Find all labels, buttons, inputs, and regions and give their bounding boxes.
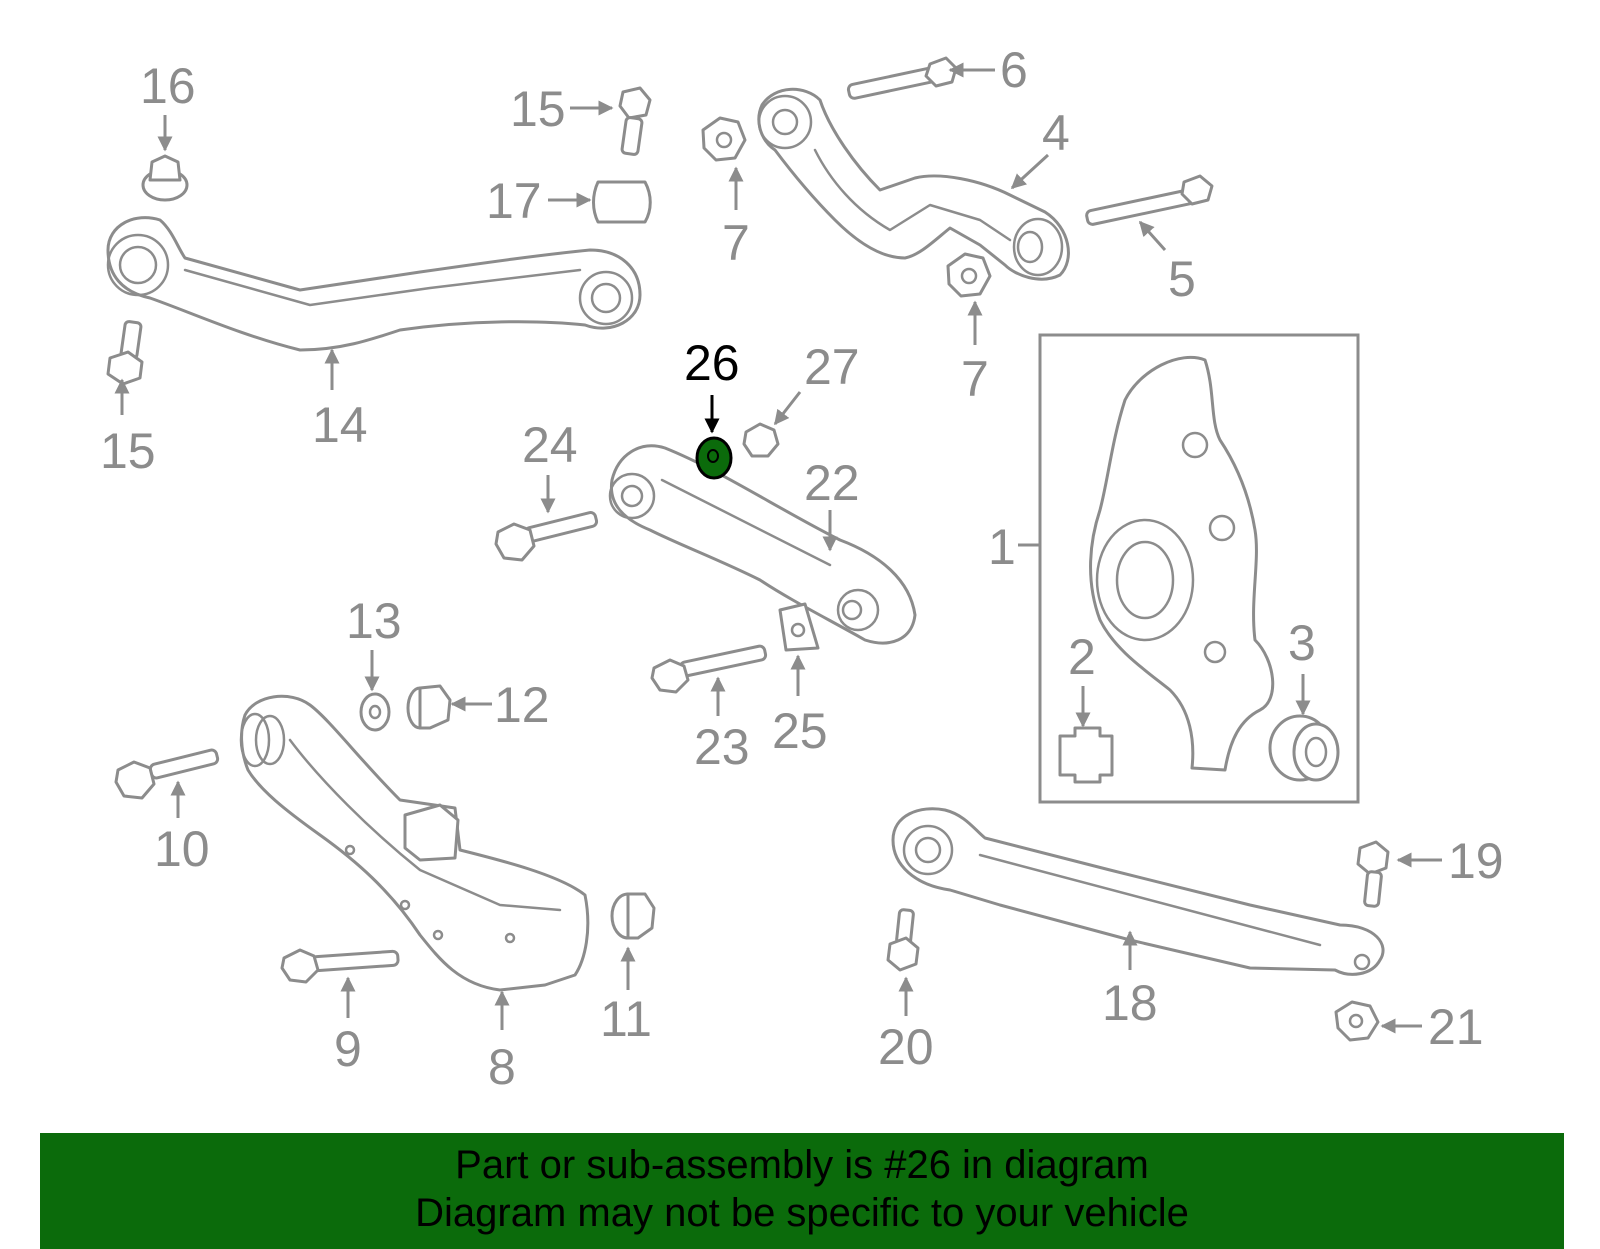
callout-9: 9 bbox=[334, 1021, 362, 1077]
callout-26-highlighted: 26 bbox=[684, 335, 740, 391]
bolt-6 bbox=[846, 56, 958, 100]
callout-7-top: 7 bbox=[722, 215, 750, 271]
banner-line-2: Diagram may not be specific to your vehi… bbox=[415, 1191, 1189, 1235]
callout-2: 2 bbox=[1068, 629, 1096, 685]
bushing-17 bbox=[592, 180, 652, 224]
control-arm-4 bbox=[757, 87, 1070, 281]
callout-6: 6 bbox=[1000, 42, 1028, 98]
control-arm-18 bbox=[891, 807, 1385, 976]
callout-12: 12 bbox=[494, 677, 550, 733]
callout-13: 13 bbox=[346, 593, 402, 649]
callout-numbers: 16 15 17 15 14 6 4 5 7 7 26 27 24 22 1 2… bbox=[100, 42, 1504, 1095]
nut-27 bbox=[742, 422, 780, 458]
callout-19: 19 bbox=[1448, 833, 1504, 889]
washer-26-highlighted bbox=[695, 436, 733, 480]
callout-10: 10 bbox=[154, 821, 210, 877]
banner-line-1: Part or sub-assembly is #26 in diagram bbox=[455, 1143, 1149, 1187]
nut-12 bbox=[406, 684, 452, 730]
callout-22: 22 bbox=[804, 455, 860, 511]
callout-4: 4 bbox=[1042, 105, 1070, 161]
lower-arm-8 bbox=[239, 694, 590, 992]
nut-21 bbox=[1334, 1000, 1380, 1042]
nut-7-top bbox=[701, 116, 747, 162]
callout-5: 5 bbox=[1168, 251, 1196, 307]
bolt-15-top bbox=[618, 86, 652, 156]
nut-7-bottom bbox=[946, 252, 992, 298]
bolt-23 bbox=[650, 644, 768, 694]
bolt-20 bbox=[886, 908, 920, 972]
callout-14: 14 bbox=[312, 397, 368, 453]
callout-24: 24 bbox=[522, 417, 578, 473]
bushing-3 bbox=[1268, 714, 1340, 782]
washer-13 bbox=[359, 692, 391, 732]
bolt-5 bbox=[1085, 174, 1214, 226]
callout-7-bottom: 7 bbox=[961, 351, 989, 407]
callout-15-bottom: 15 bbox=[100, 423, 156, 479]
control-arm-22 bbox=[608, 444, 917, 645]
bolt-10 bbox=[114, 748, 220, 800]
callout-16: 16 bbox=[140, 58, 196, 114]
nut-11 bbox=[610, 892, 656, 940]
bolt-19 bbox=[1356, 840, 1390, 908]
callout-8: 8 bbox=[488, 1039, 516, 1095]
callout-20: 20 bbox=[878, 1019, 934, 1075]
callout-15-top: 15 bbox=[510, 81, 566, 137]
plate-25 bbox=[778, 602, 820, 652]
bolt-9 bbox=[280, 948, 400, 984]
part-2-block bbox=[1058, 726, 1114, 784]
control-arm-14 bbox=[106, 216, 642, 352]
nut-16 bbox=[141, 154, 189, 202]
leader-lines bbox=[114, 62, 1442, 1034]
callout-18: 18 bbox=[1102, 975, 1158, 1031]
knuckle-box-1 bbox=[1038, 333, 1360, 804]
callout-1: 1 bbox=[988, 519, 1016, 575]
callout-23: 23 bbox=[694, 719, 750, 775]
callout-3: 3 bbox=[1288, 615, 1316, 671]
info-banner: Part or sub-assembly is #26 in diagram D… bbox=[40, 1133, 1564, 1249]
callout-27: 27 bbox=[804, 339, 860, 395]
callout-25: 25 bbox=[772, 703, 828, 759]
callout-17: 17 bbox=[486, 173, 542, 229]
bolt-15-bottom bbox=[106, 320, 144, 386]
callout-21: 21 bbox=[1428, 999, 1484, 1055]
callout-11: 11 bbox=[600, 991, 652, 1047]
bolt-24 bbox=[494, 511, 599, 562]
